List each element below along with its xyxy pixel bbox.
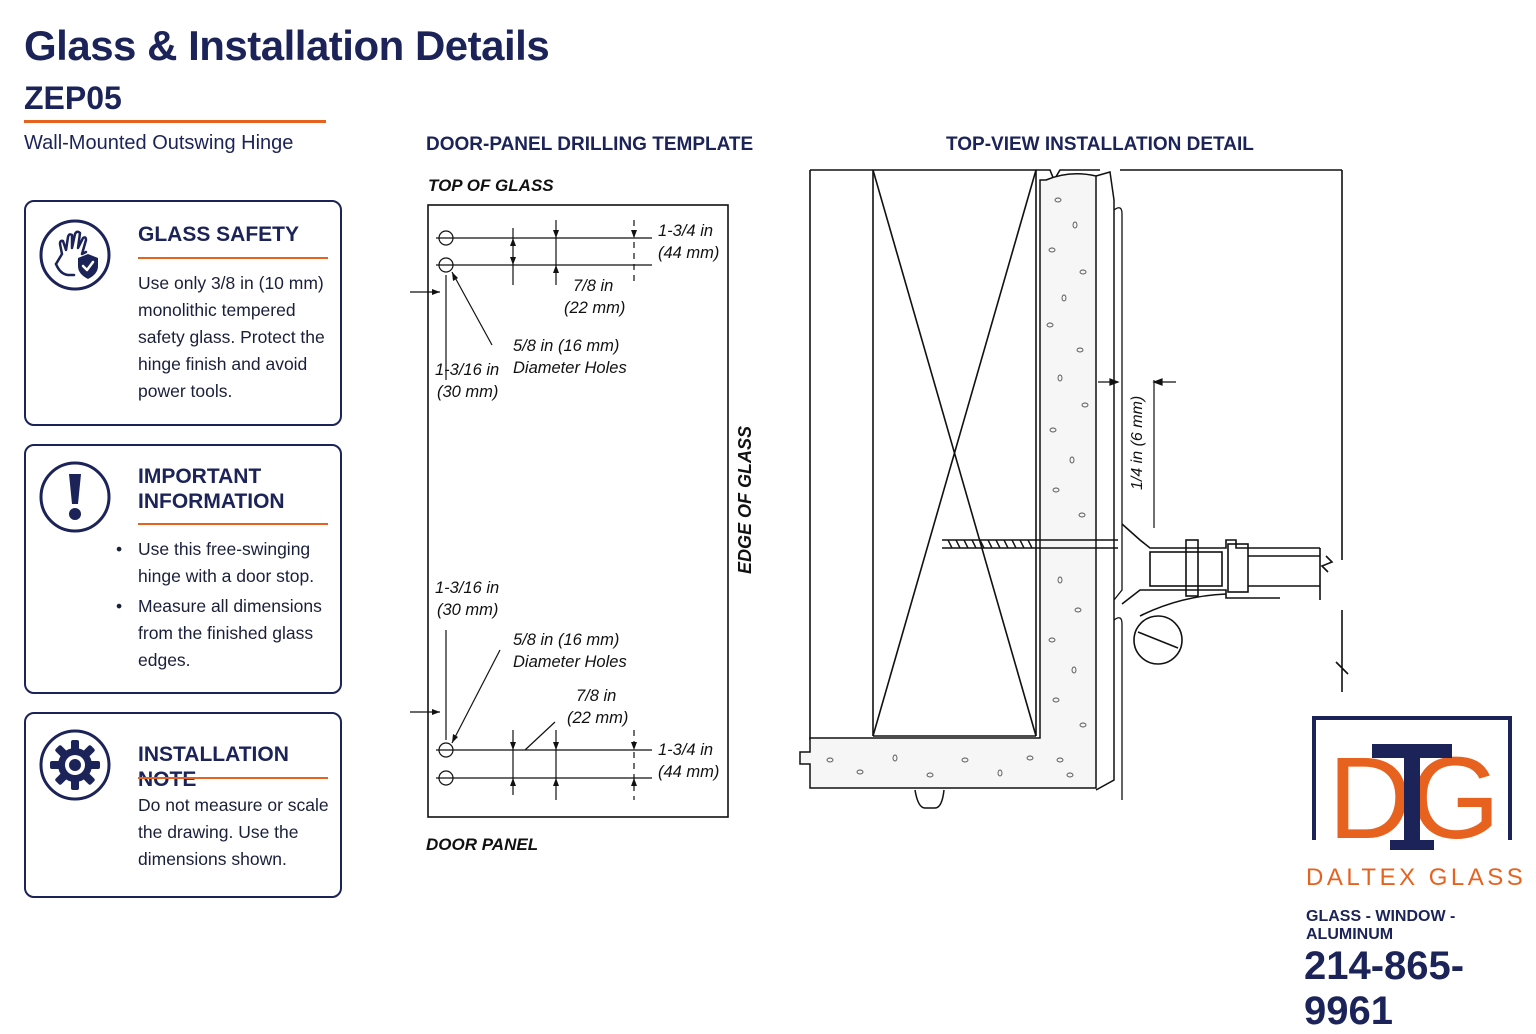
title-divider (24, 120, 326, 123)
important-info-title-line2: INFORMATION (138, 490, 285, 513)
hole-bottom-2 (438, 770, 454, 786)
topview-drawing: 1/4 in (6 mm) (799, 169, 1349, 809)
glass-safety-title: GLASS SAFETY (138, 223, 300, 246)
drilling-template-heading: DOOR-PANEL DRILLING TEMPLATE (426, 134, 754, 155)
important-info-title: IMPORTANT INFORMATION (138, 464, 285, 514)
topview-heading: TOP-VIEW INSTALLATION DETAIL (946, 134, 1254, 155)
hole-top-1 (438, 230, 454, 246)
top-dim2: 7/8 in (573, 277, 613, 295)
top-dim1-mm: (44 mm) (658, 244, 719, 262)
top-holes-label: Diameter Holes (513, 359, 627, 377)
edge-of-glass-label: EDGE OF GLASS (735, 426, 755, 574)
bottom-dim2-mm: (22 mm) (567, 709, 628, 727)
anchor-screw (942, 539, 1118, 549)
list-item: Measure all dimensions from the finished… (116, 593, 338, 674)
top-offset-mm: (30 mm) (437, 383, 498, 401)
glass-safety-card: GLASS SAFETY Use only 3/8 in (10 mm) mon… (24, 200, 342, 426)
top-dim2-mm: (22 mm) (564, 299, 625, 317)
dimension-arrows (432, 230, 637, 786)
hand-shield-icon (39, 219, 111, 291)
installation-note-card: INSTALLATION NOTE Do not measure or scal… (24, 712, 342, 898)
hole-bottom-1 (438, 742, 454, 758)
glass-safety-divider (138, 257, 328, 259)
hinge-body (1121, 523, 1334, 665)
list-item: Use this free-swinging hinge with a door… (116, 536, 338, 590)
gear-icon (39, 729, 111, 801)
company-tagline: GLASS - WINDOW - ALUMINUM (1306, 908, 1456, 943)
drilling-template-drawing: TOP OF GLASS DOOR PANEL EDGE OF GLASS (410, 176, 755, 854)
glass-safety-text: Use only 3/8 in (10 mm) monolithic tempe… (138, 273, 325, 401)
concrete-texture (826, 197, 1089, 778)
glass-panel-outline (427, 204, 729, 818)
bottom-holes: 5/8 in (16 mm) (513, 631, 619, 649)
installation-note-divider (138, 777, 328, 779)
company-logo: D G (1312, 716, 1512, 862)
hole-top-2 (438, 257, 454, 273)
important-info-list-wrap: Use this free-swinging hinge with a door… (116, 536, 338, 677)
important-info-card: IMPORTANT INFORMATION Use this free-swin… (24, 444, 342, 694)
bottom-holes-label: Diameter Holes (513, 653, 627, 671)
gap-dimension (1098, 378, 1176, 528)
bottom-offset-mm: (30 mm) (437, 601, 498, 619)
bottom-dim2: 7/8 in (576, 687, 616, 705)
gap-label: 1/4 in (6 mm) (1129, 396, 1146, 490)
company-name: DALTEX GLASS (1306, 864, 1527, 891)
exclamation-icon (39, 461, 111, 533)
door-panel-label: DOOR PANEL (426, 835, 538, 854)
installation-note-title: INSTALLATION NOTE (138, 743, 289, 791)
important-info-list: Use this free-swinging hinge with a door… (116, 536, 338, 674)
page-title: Glass & Installation Details (24, 22, 550, 69)
model-number: ZEP05 (24, 80, 122, 116)
installation-note-text: Do not measure or scale the drawing. Use… (138, 795, 329, 869)
page-subtitle: Wall-Mounted Outswing Hinge (24, 132, 294, 154)
important-info-title-line1: IMPORTANT (138, 465, 262, 488)
wall-concrete (799, 173, 1097, 789)
bottom-dim1: 1-3/4 in (658, 741, 713, 759)
bottom-offset: 1-3/16 in (435, 579, 499, 597)
phone-number[interactable]: 214-865-9961 (1304, 944, 1465, 1033)
important-info-divider (138, 523, 328, 525)
top-holes: 5/8 in (16 mm) (513, 337, 619, 355)
top-offset: 1-3/16 in (435, 361, 499, 379)
bottom-dim1-mm: (44 mm) (658, 763, 719, 781)
wall-finish (1095, 171, 1115, 791)
top-of-glass-label: TOP OF GLASS (428, 176, 554, 195)
top-dim1: 1-3/4 in (658, 222, 713, 240)
